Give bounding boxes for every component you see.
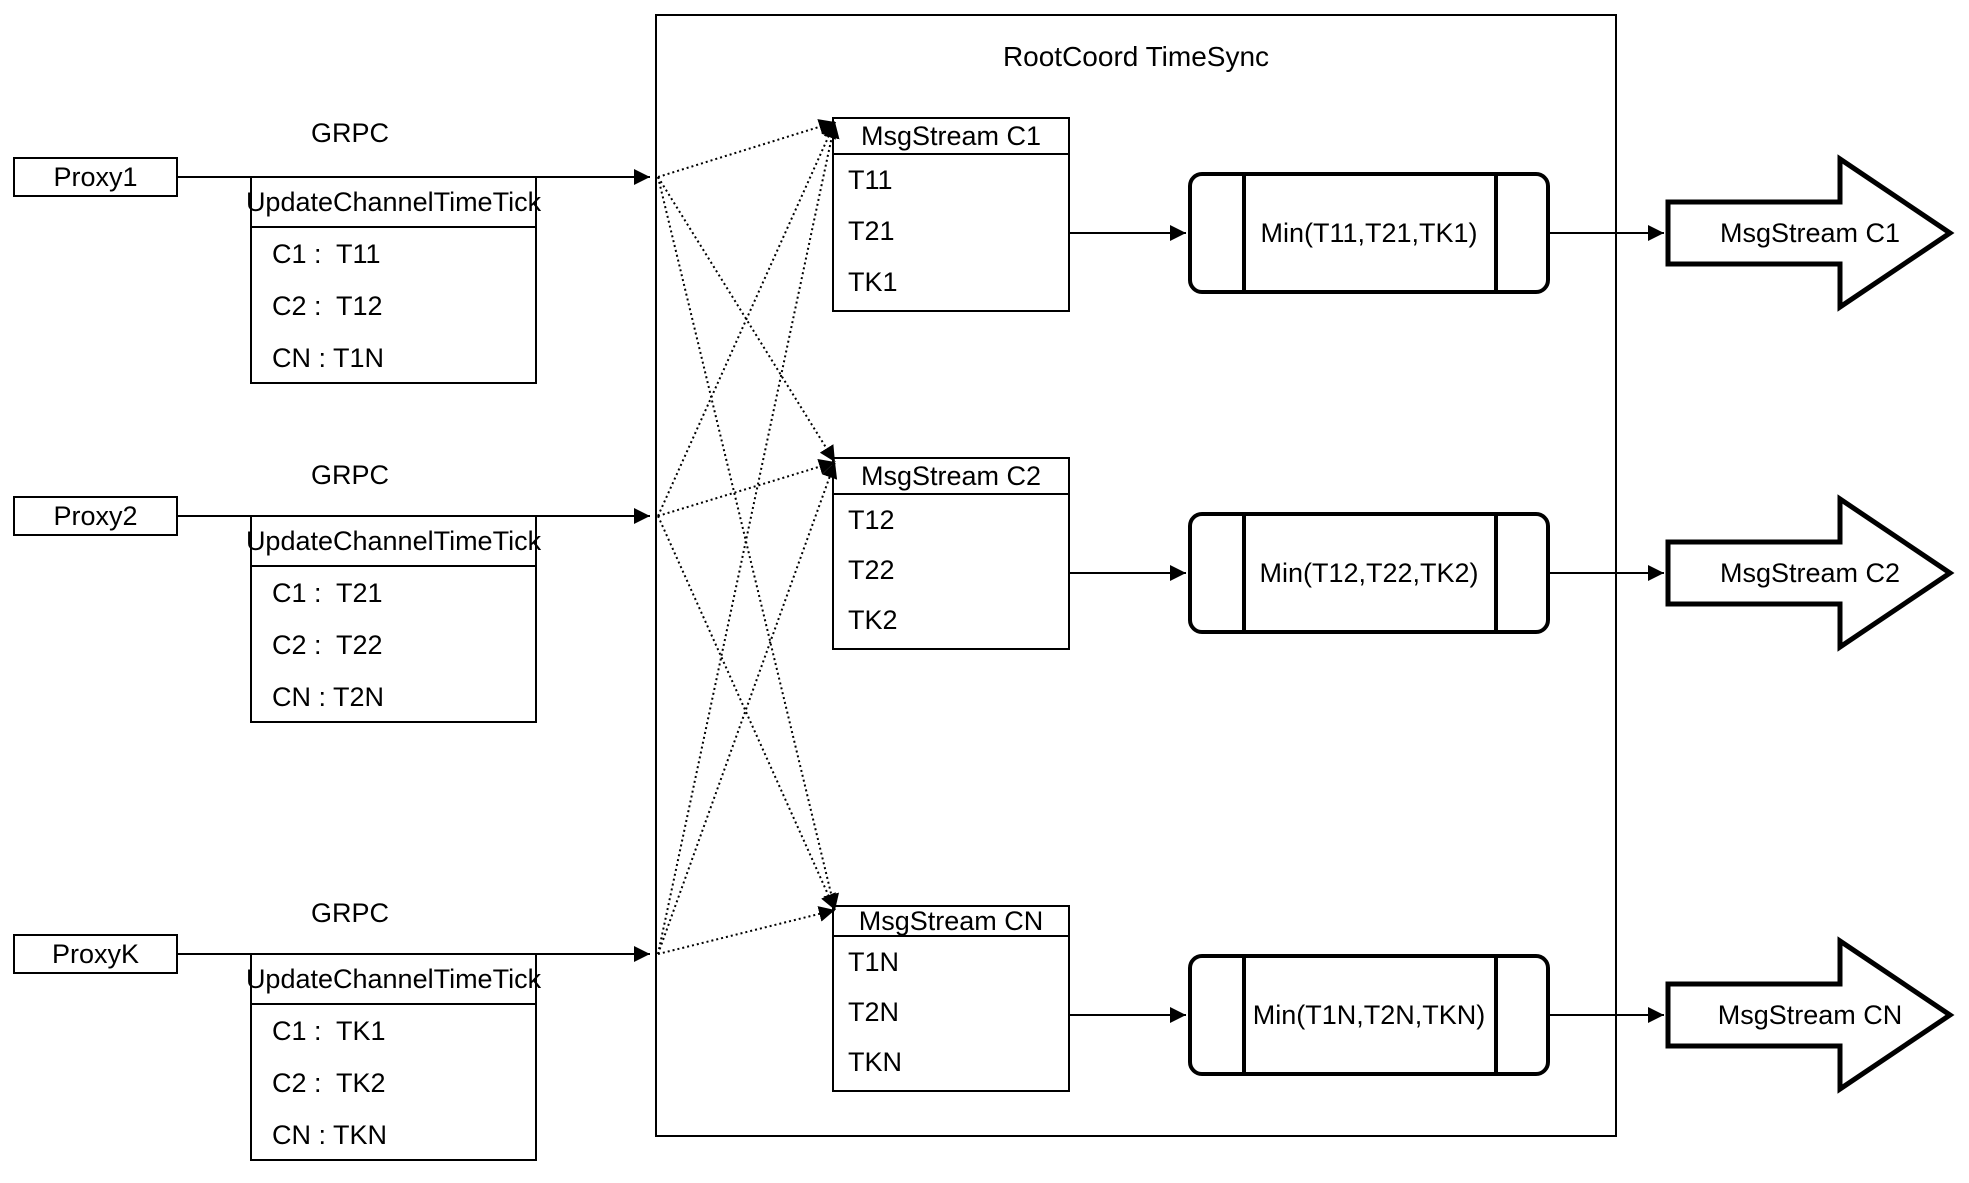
output-arrow-label-c1: MsgStream C1 [1719, 217, 1901, 248]
timetick-table-1: UpdateChannelTimeTick C1 : T11 C2 : T12 … [246, 176, 541, 384]
msgstream-table-cn-header: MsgStream CN [834, 906, 1068, 937]
proxy2-label: Proxy2 [53, 500, 138, 531]
timetick-table-3-row: C1 : TK1 [272, 1015, 386, 1046]
min-process-c2: Min(T12,T22,TK2) [1188, 512, 1550, 634]
timetick-table-3-row: CN : TKN [272, 1119, 388, 1150]
msgstream-table-c1-header: MsgStream C1 [834, 119, 1068, 155]
min-process-right-divider [1494, 958, 1498, 1072]
min-label-c1: Min(T11,T21,TK1) [1260, 217, 1478, 248]
min-process-right-divider [1494, 516, 1498, 630]
timetick-table-3-header: UpdateChannelTimeTick [246, 955, 541, 1005]
min-process-left-divider [1242, 958, 1246, 1072]
msgstream-table-c1-row: T11 [848, 165, 893, 195]
proxy1-label: Proxy1 [53, 161, 138, 192]
msgstream-table-cn: MsgStream CN T1N T2N TKN [832, 905, 1070, 1092]
timetick-table-3: UpdateChannelTimeTick C1 : TK1 C2 : TK2 … [246, 953, 541, 1161]
grpc-label-3: GRPC [310, 897, 389, 928]
msgstream-table-cn-row: TKN [848, 1046, 902, 1077]
timetick-table-1-row: CN : T1N [272, 342, 385, 373]
min-process-left-divider [1242, 516, 1246, 630]
proxy2-box: Proxy2 [13, 496, 178, 536]
min-process-c1: Min(T11,T21,TK1) [1188, 172, 1550, 294]
min-label-c2: Min(T12,T22,TK2) [1259, 557, 1479, 588]
min-process-cn: Min(T1N,T2N,TKN) [1188, 954, 1550, 1076]
msgstream-table-c1: MsgStream C1 T11 T21 TK1 [832, 117, 1070, 312]
min-process-right-divider [1494, 176, 1498, 290]
rootcoord-box [655, 14, 1617, 1137]
timetick-table-3-row: C2 : TK2 [272, 1067, 386, 1098]
timetick-table-1-row: C2 : T12 [272, 290, 383, 321]
timetick-table-2-header: UpdateChannelTimeTick [246, 517, 541, 567]
grpc-label-1: GRPC [310, 117, 389, 148]
msgstream-table-c2-row: TK2 [848, 604, 898, 635]
msgstream-table-c2-row: T22 [848, 554, 895, 585]
timetick-table-2-row: C1 : T21 [272, 577, 383, 608]
msgstream-table-c1-row: TK1 [848, 267, 898, 297]
timetick-table-2-row: CN : T2N [272, 681, 385, 712]
timetick-table-2: UpdateChannelTimeTick C1 : T21 C2 : T22 … [246, 515, 541, 723]
msgstream-table-c2-row: T12 [848, 504, 895, 535]
proxy1-box: Proxy1 [13, 157, 178, 197]
msgstream-table-c2: MsgStream C2 T12 T22 TK2 [832, 457, 1070, 650]
msgstream-table-c1-row: T21 [848, 216, 895, 246]
msgstream-table-cn-row: T1N [848, 946, 900, 977]
min-label-cn: Min(T1N,T2N,TKN) [1252, 999, 1486, 1030]
msgstream-table-c2-header: MsgStream C2 [834, 459, 1068, 495]
proxyk-box: ProxyK [13, 934, 178, 974]
grpc-label-2: GRPC [310, 459, 389, 490]
min-process-left-divider [1242, 176, 1246, 290]
timetick-table-2-row: C2 : T22 [272, 629, 383, 660]
output-arrow-label-cn: MsgStream CN [1717, 999, 1903, 1030]
timetick-table-1-header: UpdateChannelTimeTick [246, 178, 541, 228]
output-arrow-label-c2: MsgStream C2 [1719, 557, 1901, 588]
rootcoord-title: RootCoord TimeSync [1002, 41, 1270, 72]
proxyk-label: ProxyK [51, 938, 140, 969]
msgstream-table-cn-row: T2N [848, 996, 900, 1027]
timetick-table-1-row: C1 : T11 [272, 238, 381, 269]
